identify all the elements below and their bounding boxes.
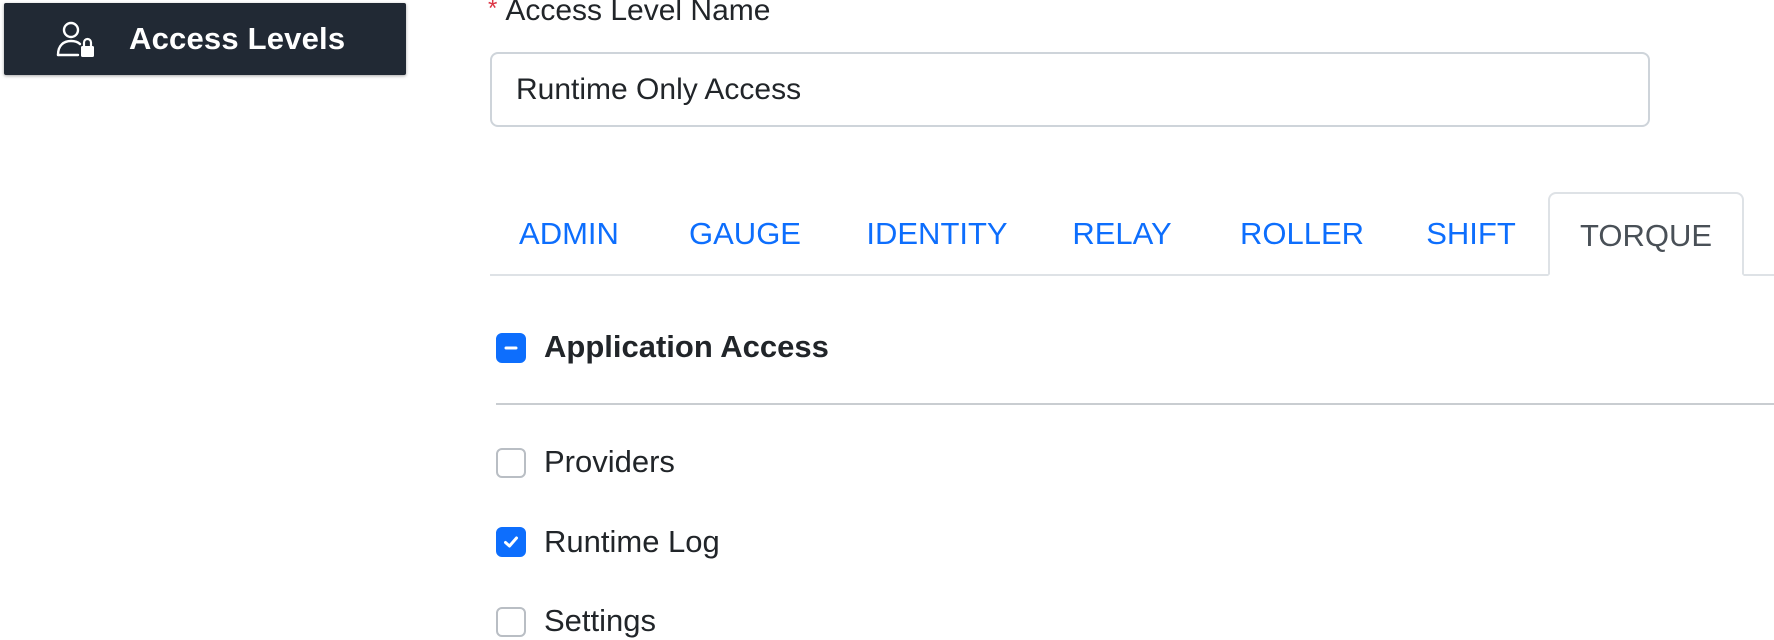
application-access-checkbox[interactable] (496, 333, 526, 363)
access-level-name-input[interactable] (490, 52, 1650, 127)
sidebar-item-access-levels[interactable]: Access Levels (4, 3, 406, 75)
tab-torque[interactable]: TORQUE (1548, 192, 1744, 276)
tab-roller[interactable]: ROLLER (1240, 216, 1365, 251)
settings-label: Settings (544, 603, 657, 638)
tab-relay[interactable]: RELAY (1072, 216, 1172, 251)
tab-admin[interactable]: ADMIN (519, 216, 619, 251)
required-marker: * (488, 0, 498, 22)
user-lock-icon (56, 21, 100, 59)
settings-checkbox[interactable] (496, 607, 526, 637)
tab-gauge[interactable]: GAUGE (689, 216, 801, 251)
check-icon (504, 536, 518, 548)
application-access-label: Application Access (544, 329, 829, 364)
providers-checkbox[interactable] (496, 448, 526, 478)
runtime-log-checkbox[interactable] (496, 527, 526, 557)
tab-identity[interactable]: IDENTITY (866, 216, 1008, 251)
tab-shift[interactable]: SHIFT (1426, 216, 1516, 251)
tab-bar: ADMIN GAUGE IDENTITY RELAY ROLLER SHIFT … (490, 192, 1774, 276)
divider (496, 403, 1774, 405)
minus-icon (504, 346, 518, 350)
runtime-log-label: Runtime Log (544, 524, 720, 559)
access-level-name-label: * Access Level Name (488, 0, 770, 28)
providers-label: Providers (544, 444, 675, 479)
sidebar-item-label: Access Levels (129, 21, 346, 56)
access-level-name-label-text: Access Level Name (505, 0, 771, 27)
